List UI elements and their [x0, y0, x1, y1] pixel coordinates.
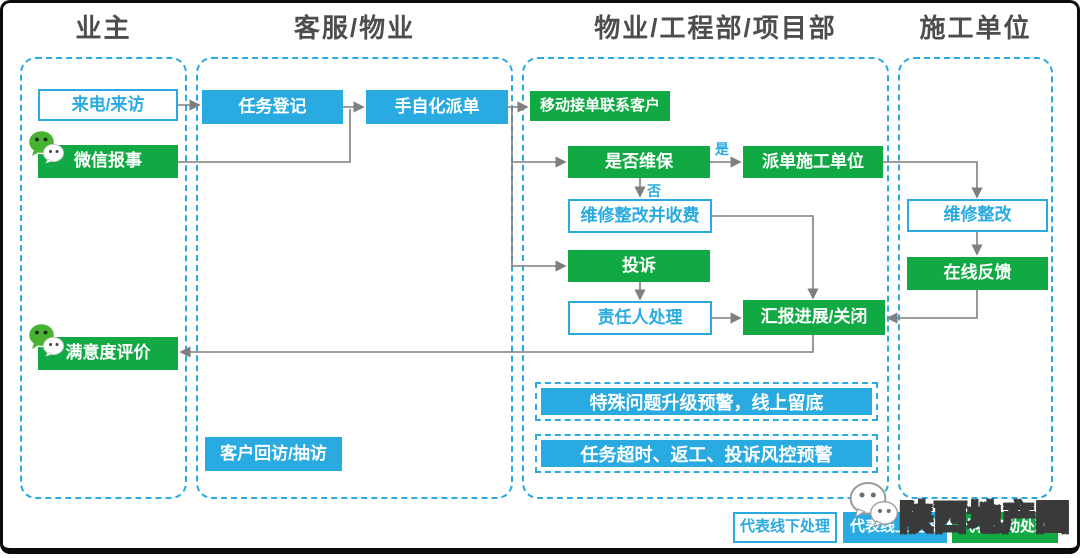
node-label: 投诉 — [622, 255, 656, 275]
wechat-icon — [27, 322, 64, 357]
watermark-text: 陕西地产圈 — [899, 498, 1070, 537]
node-label: 满意度评价 — [65, 343, 151, 363]
node-dispatch-contractor: 派单施工单位 — [743, 146, 883, 178]
node-label: 手自化派单 — [394, 96, 480, 116]
branch-label-no: 否 — [647, 183, 661, 199]
node-task-register: 任务登记 — [202, 90, 343, 124]
lane-service — [196, 57, 513, 499]
lane-title-engineering: 物业/工程部/项目部 — [594, 13, 837, 43]
node-call-visit: 来电/来访 — [38, 89, 178, 121]
node-label: 维修整改 — [943, 205, 1012, 225]
lane-title-contractor: 施工单位 — [919, 13, 1032, 43]
node-label: 来电/来访 — [71, 94, 145, 114]
node-mobile-accept: 移动接单联系客户 — [530, 91, 670, 121]
node-label: 客户回访/抽访 — [220, 443, 327, 463]
node-label: 特殊问题升级预警，线上留底 — [589, 392, 824, 413]
node-report-close: 汇报进展/关闭 — [743, 300, 885, 335]
node-customer-revisit: 客户回访/抽访 — [205, 437, 342, 471]
node-label: 维修整改并收费 — [580, 205, 700, 225]
legend-label: 代表移动处理 — [959, 518, 1050, 536]
wechat-icon — [27, 129, 64, 164]
node-auto-dispatch: 手自化派单 — [366, 90, 508, 124]
legend-mobile: 代表移动处理 — [952, 512, 1058, 543]
node-repair-and-charge: 维修整改并收费 — [568, 199, 712, 233]
legend-online: 代表线上处理 — [843, 512, 947, 543]
node-repair-rectify: 维修整改 — [907, 199, 1048, 232]
node-label: 派单施工单位 — [762, 151, 864, 171]
node-complaint: 投诉 — [568, 250, 710, 282]
node-label: 汇报进展/关闭 — [760, 307, 868, 327]
lane-owner — [20, 57, 187, 499]
legend-label: 代表线上处理 — [849, 518, 940, 536]
node-label: 移动接单联系客户 — [539, 96, 660, 114]
node-risk-alert: 任务超时、返工、投诉风控预警 — [535, 434, 878, 473]
node-label: 微信报事 — [74, 151, 142, 171]
node-is-warranty: 是否维保 — [568, 146, 710, 178]
node-label: 在线反馈 — [943, 263, 1012, 283]
lane-title-service: 客服/物业 — [293, 13, 416, 43]
watermark: 陕西地产圈 — [848, 481, 1070, 539]
node-label: 任务超时、返工、投诉风控预警 — [580, 444, 833, 465]
branch-label-yes: 是 — [715, 141, 729, 157]
node-label: 责任人处理 — [597, 307, 683, 327]
node-online-feedback: 在线反馈 — [907, 257, 1048, 290]
lane-engineering — [522, 57, 889, 499]
node-responsible-handle: 责任人处理 — [568, 301, 712, 335]
node-label: 任务登记 — [238, 96, 307, 116]
legend-offline: 代表线下处理 — [733, 512, 837, 543]
node-label: 是否维保 — [605, 151, 673, 171]
lane-title-owner: 业主 — [75, 13, 132, 43]
legend-label: 代表线下处理 — [739, 518, 830, 536]
lane-contractor — [898, 57, 1053, 499]
node-satisfaction: 满意度评价 — [38, 337, 178, 370]
wechat-watermark-icon — [849, 482, 898, 528]
node-special-alert: 特殊问题升级预警，线上留底 — [535, 382, 878, 421]
